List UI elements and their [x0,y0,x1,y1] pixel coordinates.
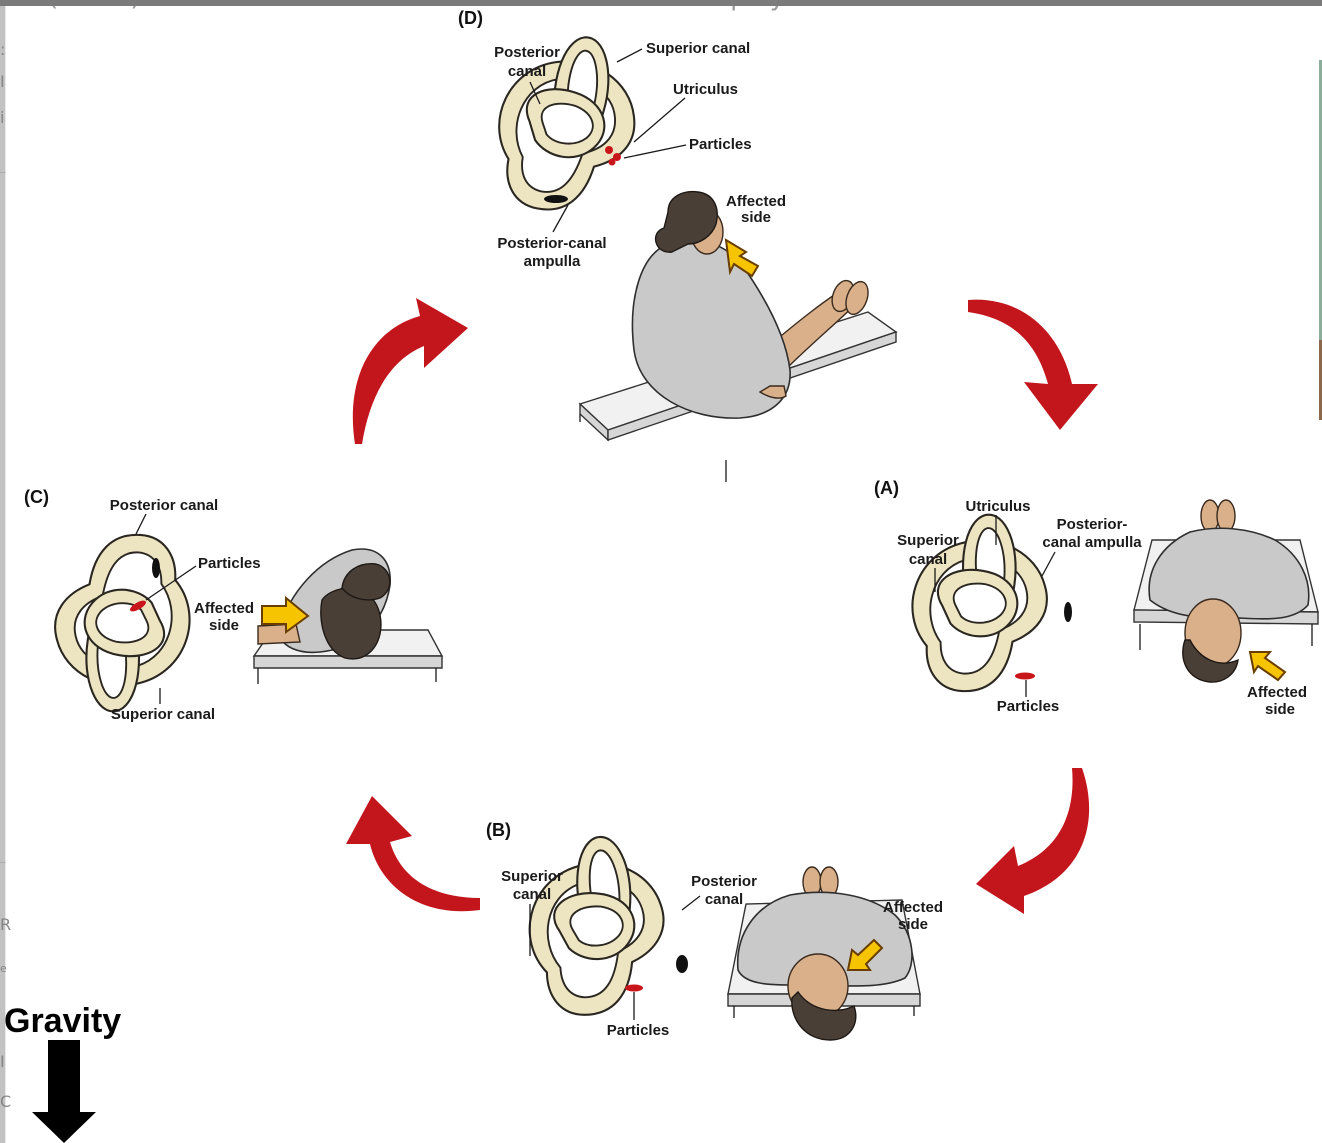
label-superior-canal-c: Superior canal [111,706,215,723]
particles-d [544,146,621,203]
patient-supine-a [1133,499,1319,683]
label-posterior-canal-c: Posterior canal [110,497,218,514]
panel-a-tag: (A) [874,478,899,498]
left-text-strip [0,0,6,1143]
down-arrow-icon [32,1040,96,1143]
panel-c: (C) Posterior canal Particles Affected s… [24,487,444,723]
yellow-arrow-icon [261,595,310,634]
particles-b [625,955,688,992]
label-affected-side-c-line2: side [209,617,239,634]
label-utriculus-d: Utriculus [673,81,738,98]
curved-arrow-icon [346,796,480,912]
background-divider [0,172,6,173]
particles-a [1015,602,1072,680]
label-affected-side-a-line2: side [1265,701,1295,718]
background-glyph: i [0,108,5,127]
label-ampulla-d-line2: ampulla [524,253,581,270]
labyrinth-c [42,527,203,719]
label-affected-side-b: Affected [883,899,943,916]
label-affected-side-b-line2: side [898,916,928,933]
leader-line [145,565,197,601]
panel-d-tag: (D) [458,8,483,28]
adjacent-window-edge [1319,60,1322,420]
label-posterior-canal-b-line2: canal [705,891,743,908]
background-glyph: : [0,40,6,59]
label-utriculus-a: Utriculus [965,498,1030,515]
curved-arrow-icon [976,768,1090,914]
label-posterior-canal-d: Posterior [494,44,560,61]
label-superior-canal-b-line2: canal [513,886,551,903]
panel-b: (B) Superior canal Posterior canal Parti… [486,820,943,1041]
label-affected-side-c: Affected [194,600,254,617]
label-particles-c: Particles [198,555,261,572]
adjacent-window-edge [1319,340,1322,420]
leader-line [552,204,569,233]
label-particles-d: Particles [689,136,752,153]
yellow-arrow-icon [846,938,884,971]
gravity-label: Gravity [4,1002,121,1040]
label-affected-side-a: Affected [1247,684,1307,701]
gravity-indicator: Gravity [4,1002,121,1143]
panel-b-tag: (B) [486,820,511,840]
label-posterior-canal-b: Posterior [691,873,757,890]
leader-line [529,81,541,105]
background-glyph: e [0,962,7,975]
leader-line [616,48,643,63]
yellow-arrow-icon [1248,651,1287,682]
patient-supine-head-turned-b [727,866,921,1041]
leader-line [633,97,686,143]
label-ampulla-a: Posterior- [1057,516,1128,533]
label-superior-canal-d: Superior canal [646,40,750,57]
patient-side-lying-c [252,548,444,684]
background-glyph: R [0,915,12,934]
patient-sitting-d [578,190,898,482]
label-affected-side-d: Affected [726,193,786,210]
curved-arrow-icon [968,299,1098,430]
label-superior-canal-b: Superior [501,868,563,885]
background-glyph: I [0,1052,5,1071]
label-superior-canal-a-line2: canal [909,551,947,568]
leader-line [681,895,701,911]
window-top-edge [0,0,1322,6]
window-left-edge [0,0,5,1143]
label-affected-side-d-line2: side [741,209,771,226]
leader-line [623,144,687,159]
panel-a: (A) Utriculus Superior canal Posterior- … [874,478,1319,718]
leader-line [135,513,147,535]
label-posterior-canal-d-line2: canal [508,63,546,80]
labyrinth-b [511,826,682,1025]
background-glyph: I [0,72,5,91]
yellow-arrow-icon [724,238,760,278]
panel-d: (D) Posterior canal Superior canal Utric… [458,8,898,482]
particles-c [130,558,160,612]
label-ampulla-d: Posterior-canal [497,235,606,252]
label-superior-canal-a: Superior [897,532,959,549]
background-divider [0,862,6,863]
panel-c-tag: (C) [24,487,49,507]
label-particles-a: Particles [997,698,1060,715]
background-glyph: C [0,1092,12,1111]
label-particles-b: Particles [607,1022,670,1039]
leader-line [1041,551,1056,577]
curved-arrow-icon [352,298,468,444]
label-ampulla-a-line2: canal ampulla [1042,534,1142,551]
